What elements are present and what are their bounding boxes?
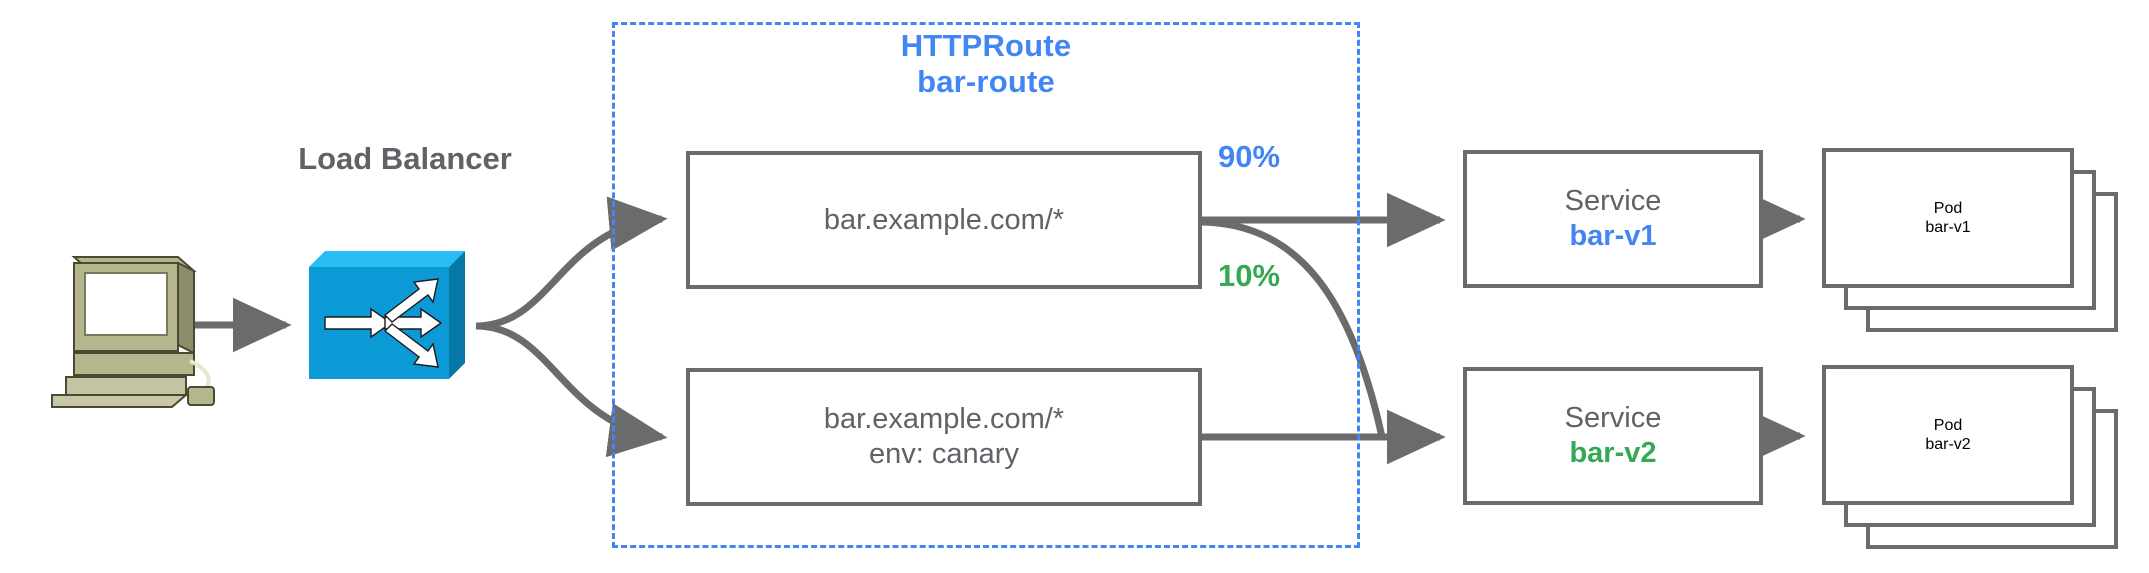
pod-kind-label-2: Pod	[1933, 416, 1963, 434]
service-kind-label-2: Service	[1564, 402, 1662, 435]
httproute-group-title: HTTPRoute bar-route	[612, 28, 1360, 99]
pod-kind-label-1: Pod	[1933, 199, 1963, 217]
route-match-2-hostname: bar.example.com/*	[823, 403, 1065, 436]
switch-icon	[309, 251, 465, 379]
service-box-bar-v2[interactable]: Service bar-v2	[1463, 367, 1763, 505]
pod-stack-bar-v2[interactable]: Pod bar-v2	[1822, 365, 2122, 551]
route-match-2-header: env: canary	[869, 438, 1019, 470]
weight-label-90: 90%	[1218, 139, 1281, 174]
route-match-1-hostname: bar.example.com/*	[823, 203, 1065, 236]
pod-stack-bar-v1[interactable]: Pod bar-v1	[1822, 148, 2122, 334]
route-match-box-2[interactable]: bar.example.com/* env: canary	[686, 368, 1202, 506]
pod-card-front-bar-v2[interactable]: Pod bar-v2	[1822, 365, 2074, 505]
service-name-label-2: bar-v2	[1569, 437, 1657, 469]
httproute-kind-label: HTTPRoute	[900, 28, 1072, 63]
httproute-group-boundary	[612, 22, 1360, 548]
service-kind-label-1: Service	[1564, 185, 1662, 218]
pod-name-label-1: bar-v1	[1925, 219, 1971, 236]
httproute-name-label: bar-route	[917, 63, 1055, 99]
service-name-label-1: bar-v1	[1569, 220, 1657, 252]
load-balancer-label: Load Balancer	[298, 141, 512, 176]
pod-name-label-2: bar-v2	[1925, 436, 1971, 453]
route-match-box-1[interactable]: bar.example.com/*	[686, 151, 1202, 289]
pod-card-front-bar-v1[interactable]: Pod bar-v1	[1822, 148, 2074, 288]
workstation-icon	[51, 256, 215, 408]
weight-label-10: 10%	[1218, 258, 1281, 293]
service-box-bar-v1[interactable]: Service bar-v1	[1463, 150, 1763, 288]
